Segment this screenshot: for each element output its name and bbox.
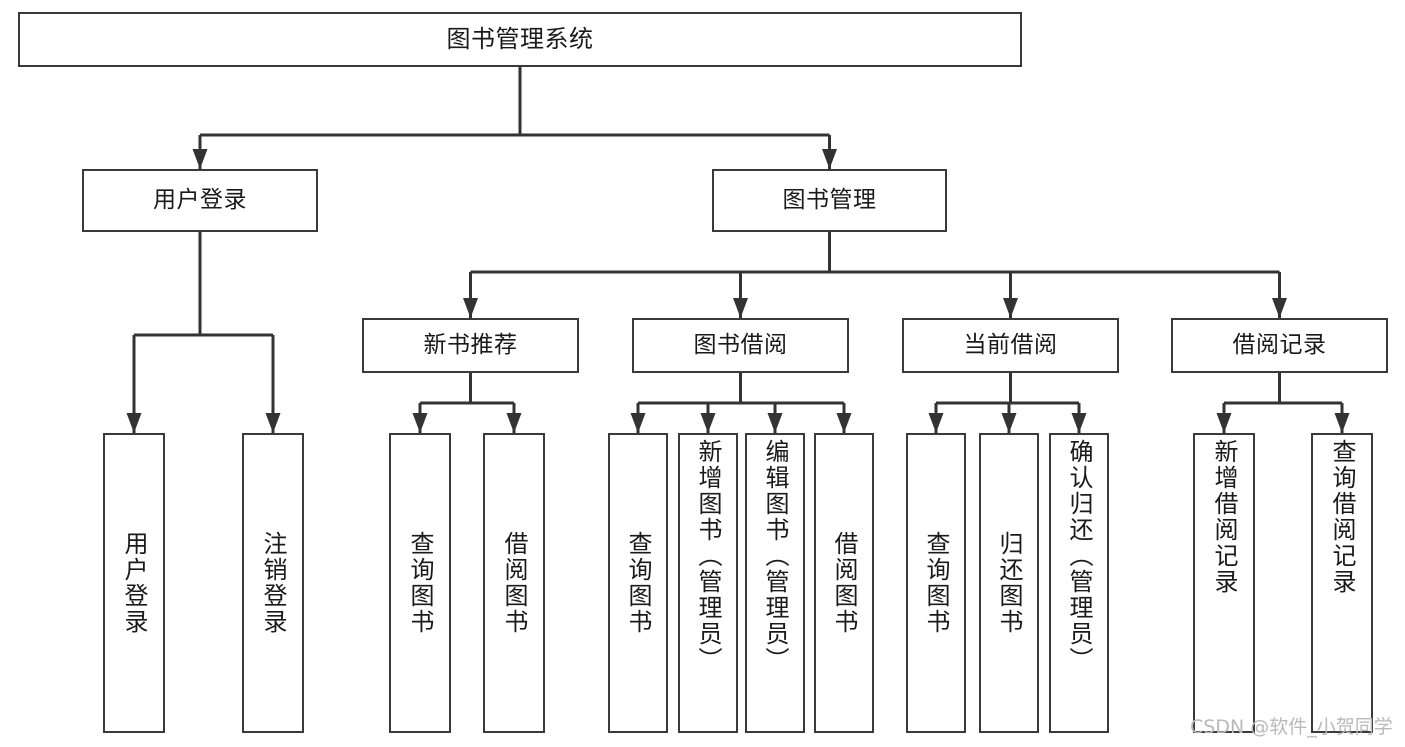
arrowhead-leaf-cur-1 <box>928 413 944 433</box>
arrowhead-bookmgmt <box>822 149 837 169</box>
node-newbook[interactable]: 新书推荐 <box>362 318 579 373</box>
node-leaf-bor-1[interactable]: 查询图书 <box>608 433 668 733</box>
node-leaf-bor-2[interactable]: 新增图书（管理员） <box>678 433 738 733</box>
arrowhead-leaf-bor-4 <box>836 413 852 433</box>
node-label-leaf-cur-3: 确认归还（管理员） <box>1065 439 1093 673</box>
node-leaf-bor-3[interactable]: 编辑图书（管理员） <box>745 433 805 733</box>
node-label-login: 用户登录 <box>153 186 247 213</box>
csdn-watermark: CSDN @软件_小贺同学 <box>1190 716 1393 738</box>
node-leaf-cur-1[interactable]: 查询图书 <box>906 433 966 733</box>
node-label-current: 当前借阅 <box>963 331 1058 358</box>
node-label-leaf-new-2: 借阅图书 <box>500 531 528 635</box>
node-leaf-new-1[interactable]: 查询图书 <box>389 433 451 733</box>
node-label-borrow: 图书借阅 <box>693 331 788 358</box>
node-label-leaf-bor-3: 编辑图书（管理员） <box>761 439 789 673</box>
node-current[interactable]: 当前借阅 <box>902 318 1119 373</box>
node-label-root: 图书管理系统 <box>446 25 594 54</box>
arrowhead-leaf-new-1 <box>412 413 428 433</box>
node-label-leaf-rec-2: 查询借阅记录 <box>1328 439 1356 595</box>
arrowhead-borrow <box>733 298 748 318</box>
arrowhead-leaf-rec-1 <box>1216 413 1232 433</box>
node-borrow[interactable]: 图书借阅 <box>632 318 849 373</box>
node-label-leaf-login-2: 注销登录 <box>259 531 287 635</box>
node-leaf-rec-2[interactable]: 查询借阅记录 <box>1311 433 1373 733</box>
arrowhead-leaf-cur-2 <box>1001 413 1017 433</box>
node-label-newbook: 新书推荐 <box>423 331 518 358</box>
node-label-bookmgmt: 图书管理 <box>782 186 877 213</box>
arrowhead-records <box>1272 298 1287 318</box>
node-records[interactable]: 借阅记录 <box>1171 318 1388 373</box>
node-login[interactable]: 用户登录 <box>82 169 318 232</box>
node-label-leaf-cur-1: 查询图书 <box>922 531 950 635</box>
node-label-leaf-new-1: 查询图书 <box>406 531 434 635</box>
node-bookmgmt[interactable]: 图书管理 <box>712 169 947 232</box>
node-leaf-bor-4[interactable]: 借阅图书 <box>814 433 874 733</box>
node-leaf-login-2[interactable]: 注销登录 <box>242 433 304 733</box>
arrowhead-leaf-rec-2 <box>1334 413 1350 433</box>
arrowhead-current <box>1003 298 1018 318</box>
node-leaf-cur-3[interactable]: 确认归还（管理员） <box>1049 433 1109 733</box>
arrowhead-leaf-bor-2 <box>700 413 716 433</box>
arrowhead-leaf-new-2 <box>506 413 522 433</box>
node-leaf-login-1[interactable]: 用户登录 <box>103 433 165 733</box>
node-label-leaf-login-1: 用户登录 <box>120 531 148 635</box>
node-leaf-rec-1[interactable]: 新增借阅记录 <box>1193 433 1255 733</box>
arrowhead-newbook <box>463 298 478 318</box>
node-leaf-cur-2[interactable]: 归还图书 <box>979 433 1039 733</box>
node-label-leaf-bor-2: 新增图书（管理员） <box>694 439 722 673</box>
arrowhead-leaf-bor-1 <box>630 413 646 433</box>
arrowhead-login <box>192 149 208 169</box>
arrowhead-leaf-bor-3 <box>767 413 783 433</box>
node-label-records: 借阅记录 <box>1232 331 1327 358</box>
arrowhead-leaf-login-1 <box>126 413 142 433</box>
node-root[interactable]: 图书管理系统 <box>18 12 1022 67</box>
node-label-leaf-bor-4: 借阅图书 <box>830 531 858 635</box>
arrowhead-leaf-cur-3 <box>1071 413 1087 433</box>
node-label-leaf-cur-2: 归还图书 <box>995 531 1023 635</box>
node-label-leaf-bor-1: 查询图书 <box>624 531 652 635</box>
arrowhead-leaf-login-2 <box>265 413 281 433</box>
node-leaf-new-2[interactable]: 借阅图书 <box>483 433 545 733</box>
node-label-leaf-rec-1: 新增借阅记录 <box>1210 439 1238 595</box>
